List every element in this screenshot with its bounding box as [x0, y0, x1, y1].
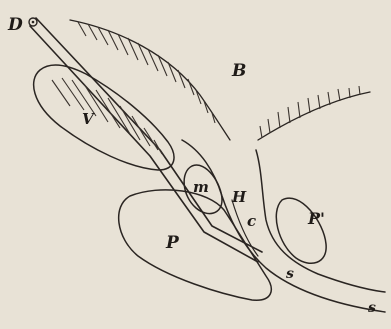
- duct-probe: [29, 18, 262, 262]
- label-s: s: [286, 266, 294, 282]
- label-m: m: [193, 178, 209, 196]
- label-p-prime: P': [307, 209, 325, 228]
- label-d: D: [7, 15, 23, 35]
- label-h: H: [231, 188, 247, 206]
- organ-v: [34, 65, 174, 170]
- hatched-tissue-right: [258, 86, 370, 140]
- organ-p-prime: [276, 198, 326, 263]
- label-p: P: [165, 233, 180, 253]
- label-c: c: [247, 212, 256, 230]
- label-s-lower: s: [368, 300, 376, 316]
- label-v: V: [82, 110, 95, 128]
- label-b: B: [231, 61, 246, 81]
